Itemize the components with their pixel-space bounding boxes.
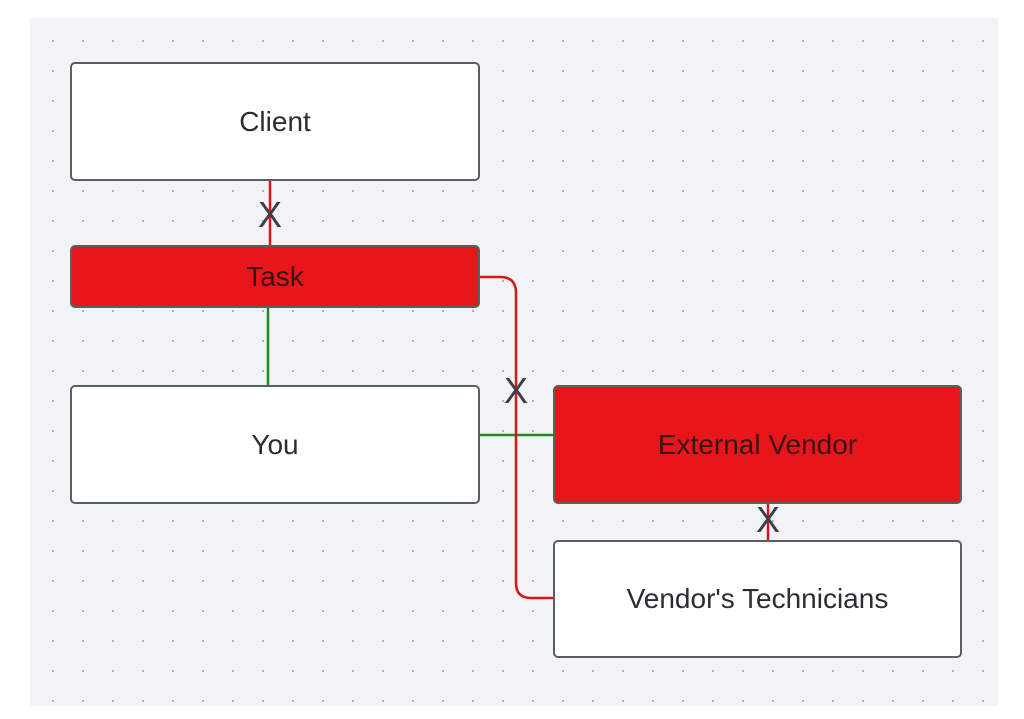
node-client-label: Client [239, 105, 311, 137]
node-vendor-technicians-label: Vendor's Technicians [626, 583, 889, 614]
node-task[interactable]: Task [70, 245, 480, 308]
break-mark-task-technicians: X [504, 370, 528, 411]
node-you-label: You [251, 428, 299, 460]
node-external-vendor-label: External Vendor [657, 428, 858, 460]
node-you[interactable]: You [70, 385, 480, 504]
node-vendor-technicians[interactable]: Vendor's Technicians [553, 540, 962, 658]
node-client[interactable]: Client [70, 62, 480, 181]
node-task-label: Task [246, 260, 304, 292]
break-mark-client-task: X [258, 194, 282, 235]
break-mark-vendor-technicians: X [756, 499, 780, 540]
connector-task-vendor-technicians[interactable] [479, 275, 554, 600]
node-external-vendor[interactable]: External Vendor [553, 385, 962, 504]
